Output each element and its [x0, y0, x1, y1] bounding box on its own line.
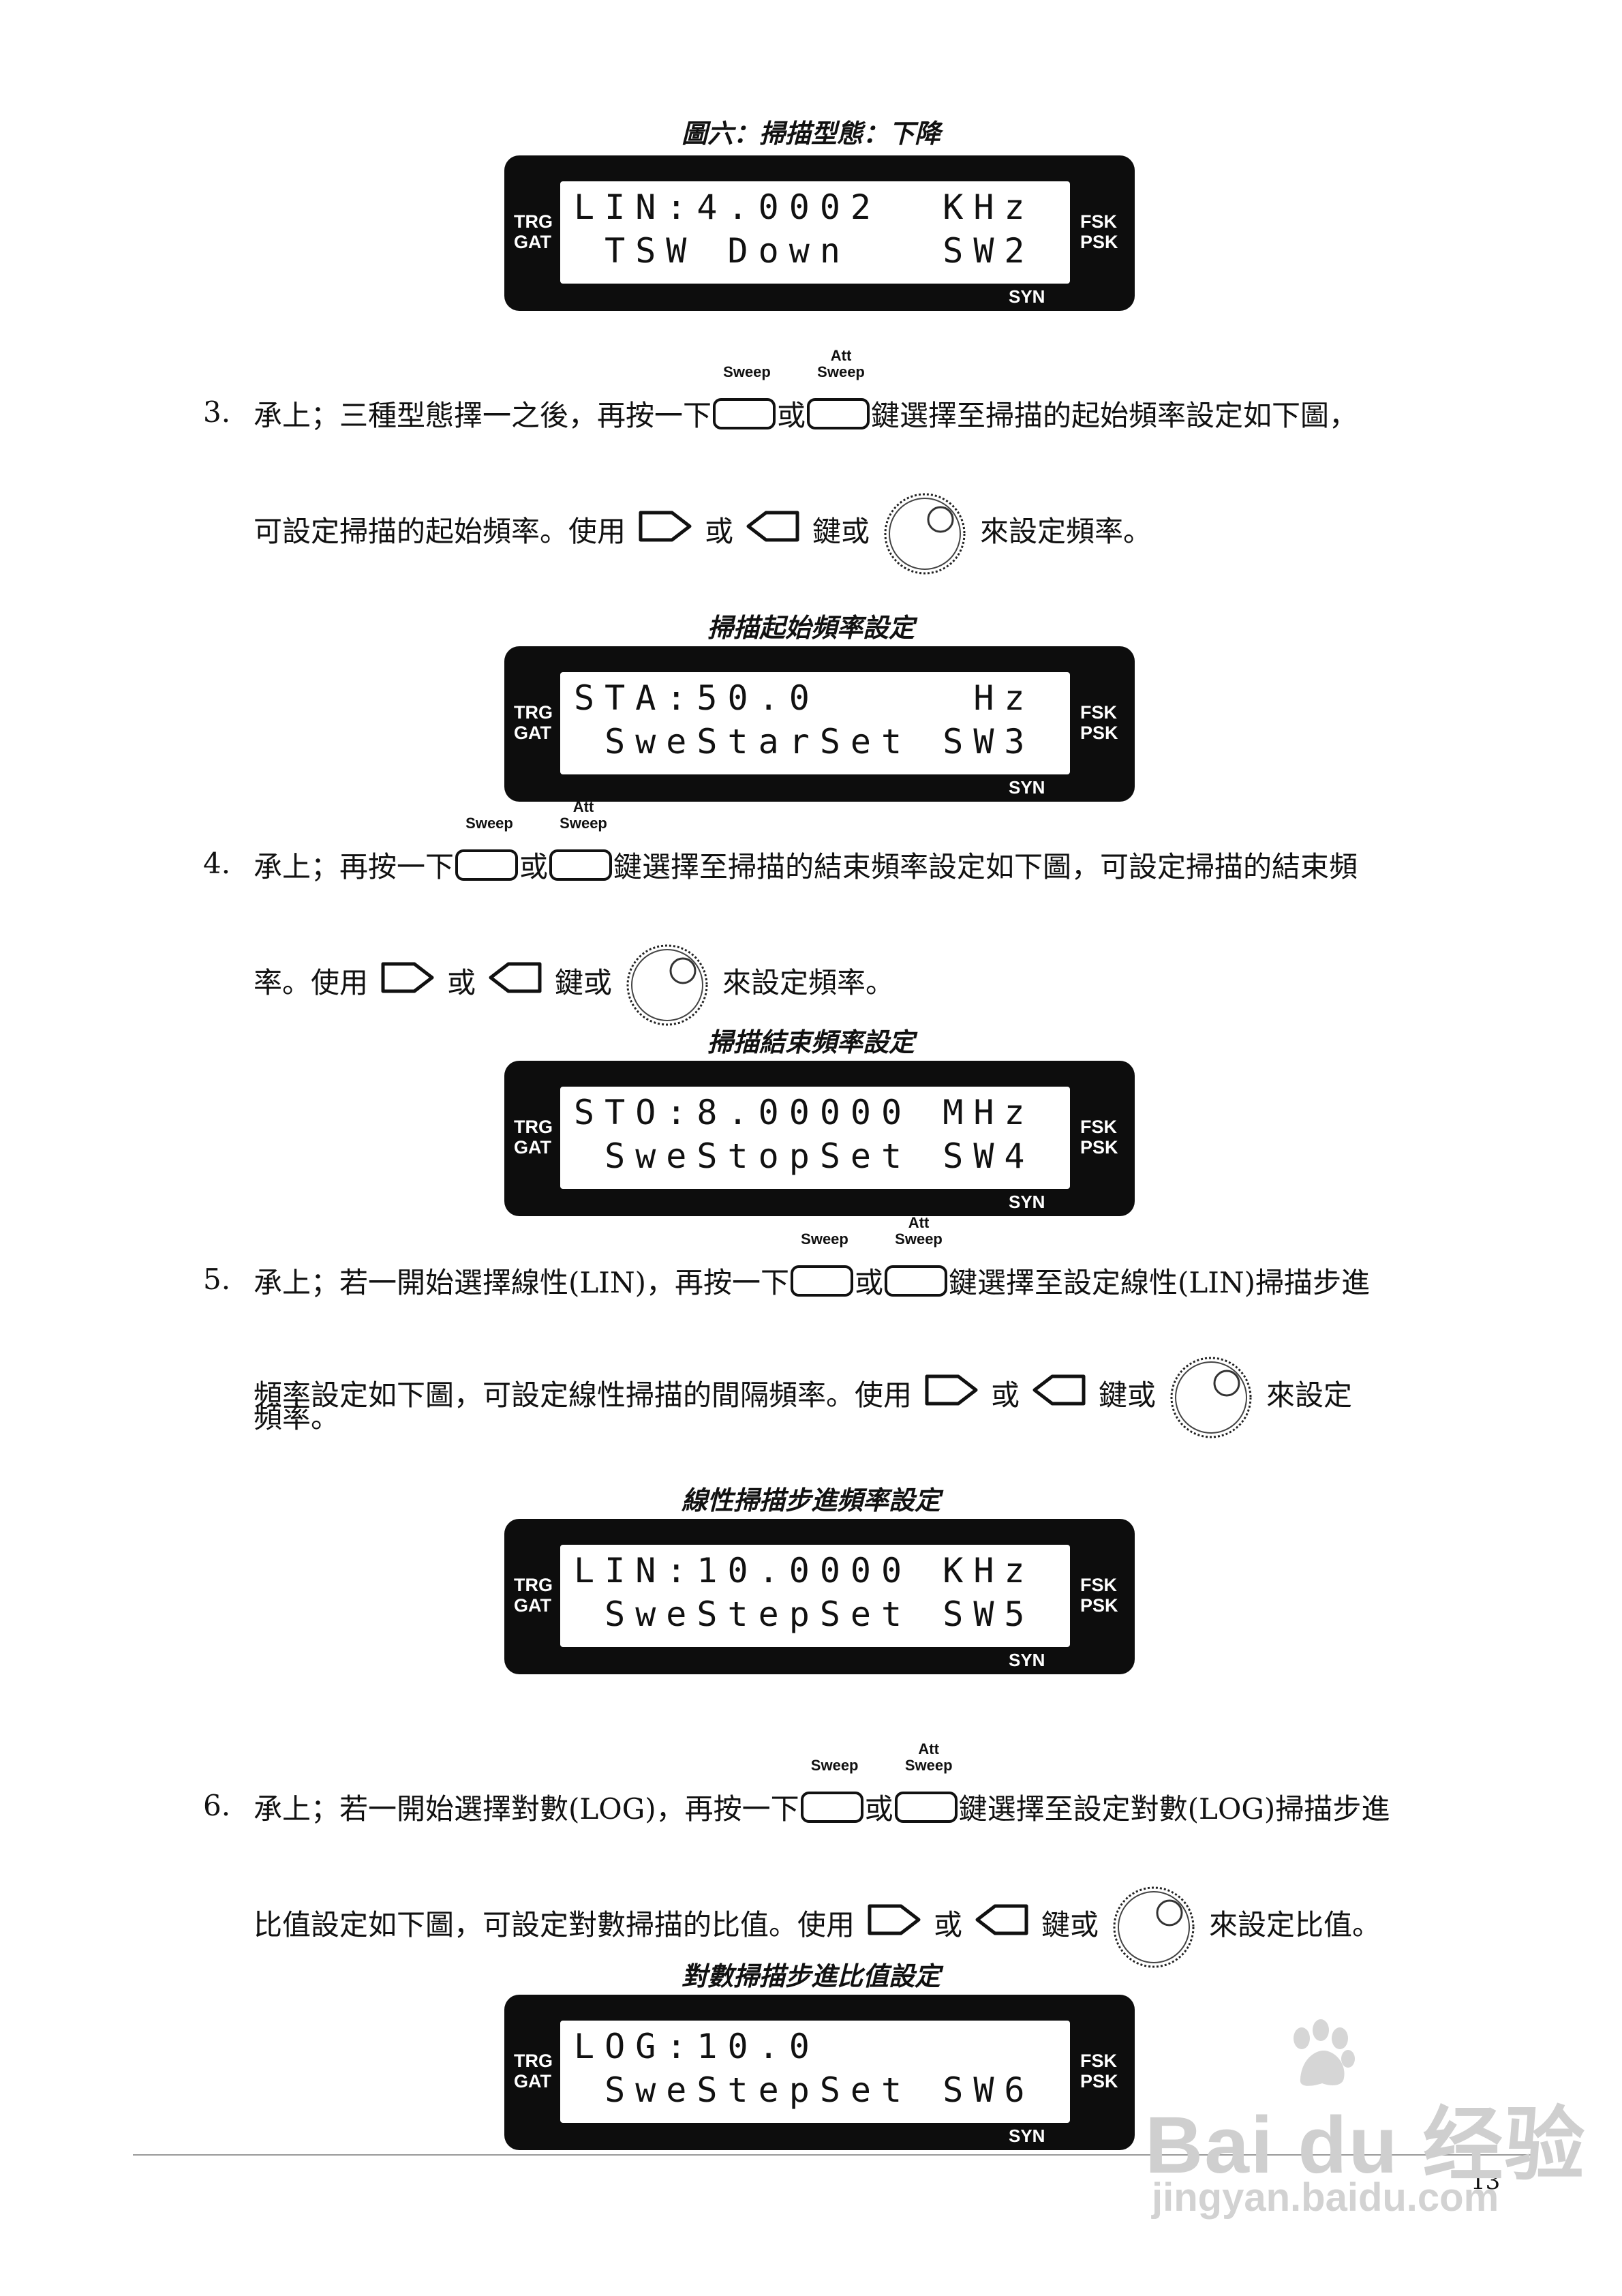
lcd-syn-label: SYN	[1009, 1192, 1045, 1212]
right-arrow-key-icon[interactable]	[637, 509, 694, 544]
figure-caption: 圖六：掃描型態：下降	[681, 119, 940, 149]
figure-caption: 掃描結束頻率設定	[707, 1027, 915, 1057]
page-number: 13	[1471, 2168, 1501, 2195]
lcd-syn-label: SYN	[1009, 2126, 1045, 2146]
lcd-screen: LIN:4.0002 KHz TSW Down SW2	[560, 181, 1070, 284]
sweep-key[interactable]: Sweep	[455, 815, 519, 881]
sweep-key[interactable]: Sweep	[791, 1231, 854, 1297]
lcd-line-2: SweStopSet SW4	[574, 1136, 1035, 1176]
lcd-line-1: LIN:4.0002 KHz	[574, 187, 1035, 227]
lcd-syn-label: SYN	[1009, 1650, 1045, 1670]
lcd-syn-label: SYN	[1009, 286, 1045, 307]
step-5-line-2: 頻率設定如下圖，可設定線性掃描的間隔頻率。使用或鍵或來設定	[254, 1353, 1352, 1442]
step-number: 5.	[203, 1263, 231, 1296]
sweep-key[interactable]: Sweep	[800, 1757, 863, 1823]
lcd-syn-label: SYN	[1009, 777, 1045, 798]
lcd-line-2: SweStepSet SW6	[574, 2070, 1035, 2110]
watermark-url: jingyan.baidu.com	[1152, 2175, 1499, 2220]
left-arrow-key-icon[interactable]	[1030, 1372, 1088, 1408]
right-arrow-key-icon[interactable]	[379, 960, 436, 995]
figure-caption: 掃描起始頻率設定	[707, 613, 915, 643]
lcd-line-2: SweStepSet SW5	[574, 1595, 1035, 1634]
left-arrow-key-icon[interactable]	[744, 509, 801, 544]
figure-caption: 線性掃描步進頻率設定	[681, 1485, 940, 1515]
lcd-line-1: STA:50.0 Hz	[574, 678, 1035, 718]
right-arrow-key-icon[interactable]	[923, 1372, 980, 1408]
figure-caption: 對數掃描步進比值設定	[681, 1961, 940, 1991]
lcd-line-1: LIN:10.0000 KHz	[574, 1551, 1035, 1590]
step-3-line-2: 可設定掃描的起始頻率。使用或鍵或來設定頻率。	[254, 489, 1152, 578]
rotary-knob-icon[interactable]	[623, 941, 711, 1029]
rotary-knob-icon[interactable]	[1167, 1353, 1255, 1442]
rotary-knob-icon[interactable]	[881, 489, 969, 578]
lcd-line-2: TSW Down SW2	[574, 231, 1035, 271]
step-number: 4.	[203, 847, 231, 880]
left-arrow-key-icon[interactable]	[973, 1902, 1030, 1937]
left-arrow-key-icon[interactable]	[487, 960, 544, 995]
step-number: 3.	[203, 395, 231, 429]
footer-divider	[133, 2154, 1537, 2156]
watermark-brand: Bai du 经验	[1145, 2100, 1587, 2190]
right-arrow-key-icon[interactable]	[866, 1902, 923, 1937]
lcd-screen: LIN:10.0000 KHz SweStepSet SW5	[560, 1545, 1070, 1647]
step-number: 6.	[203, 1789, 231, 1822]
sweep-key[interactable]: Sweep	[713, 364, 776, 429]
lcd-screen: STA:50.0 Hz SweStarSet SW3	[560, 672, 1070, 774]
lcd-line-1: LOG:10.0	[574, 2027, 820, 2066]
step-6-line-2: 比值設定如下圖，可設定對數掃描的比值。使用或鍵或來設定比值。	[254, 1883, 1381, 1972]
baidu-paw-icon	[1294, 2019, 1355, 2086]
step-5-line-3: 頻率。	[254, 1401, 340, 1434]
lcd-line-2: SweStarSet SW3	[574, 722, 1035, 761]
lcd-screen: STO:8.00000 MHz SweStopSet SW4	[560, 1087, 1070, 1189]
step-4-line-2: 率。使用或鍵或來設定頻率。	[254, 941, 894, 1029]
lcd-screen: LOG:10.0 SweStepSet SW6	[560, 2021, 1070, 2123]
lcd-line-1: STO:8.00000 MHz	[574, 1093, 1035, 1132]
